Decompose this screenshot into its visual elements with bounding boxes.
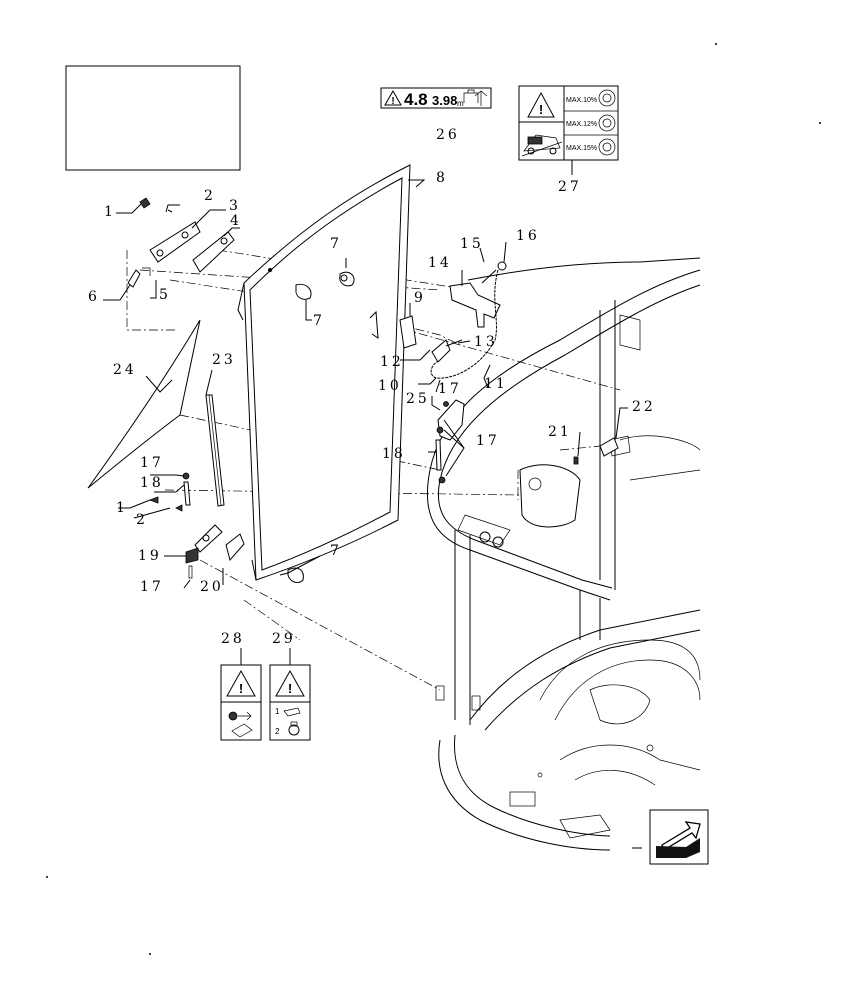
callout-4: 4 [230, 213, 242, 229]
callout-10: 10 [378, 378, 402, 394]
callout-27: 27 [558, 179, 582, 195]
warning-triangle-icon: ! [226, 669, 256, 697]
callout-16: 16 [516, 228, 540, 244]
callout-22: 22 [632, 399, 656, 415]
callout-28: 28 [221, 631, 245, 647]
callout-24: 24 [113, 362, 137, 378]
callout-2-upper: 2 [204, 188, 216, 204]
callout-12: 12 [380, 354, 404, 370]
decal-27-row3: MAX.15% [566, 145, 597, 152]
callout-15: 15 [460, 236, 484, 252]
callout-2-lower: 2 [136, 512, 148, 528]
callout-3: 3 [229, 198, 241, 214]
bracket-cable-assembly [430, 261, 507, 393]
decal-26-unit: m [457, 99, 464, 108]
callout-11: 11 [484, 376, 508, 392]
callout-17-left: 17 [140, 455, 164, 471]
callout-7-mid: 7 [313, 313, 325, 329]
decal-29-num2: 2 [275, 727, 280, 736]
decal-29-num1: 1 [275, 707, 280, 716]
callout-5: 5 [159, 287, 171, 303]
callout-17-bottom: 17 [140, 579, 164, 595]
upper-hinge [127, 197, 235, 288]
callout-19: 19 [138, 548, 162, 564]
decal-29: ! 1 2 [269, 664, 311, 741]
callout-18-left: 18 [140, 475, 164, 491]
callout-23: 23 [212, 352, 236, 368]
callout-25: 25 [406, 391, 430, 407]
callout-18-right: 18 [382, 446, 406, 462]
callout-26: 26 [436, 127, 460, 143]
decal-26-value-b: 3.98 [432, 93, 457, 108]
callout-14: 14 [428, 255, 452, 271]
decal-27-row1: MAX.10% [566, 97, 597, 104]
svg-text:!: ! [288, 681, 292, 696]
seal-strip [87, 319, 201, 489]
warning-triangle-icon: ! [384, 89, 402, 107]
callout-17-top: 17 [438, 381, 462, 397]
callout-13: 13 [474, 334, 498, 350]
callout-1-lower: 1 [116, 500, 128, 516]
warning-triangle-icon: ! [275, 669, 305, 697]
callout-6: 6 [88, 289, 100, 305]
svg-text:!: ! [539, 102, 543, 117]
callout-8: 8 [436, 170, 448, 186]
callout-7-bottom: 7 [330, 543, 342, 559]
glass-door-panel [237, 164, 411, 581]
decal-26-value-a: 4.8 [404, 90, 428, 109]
callout-20: 20 [200, 579, 224, 595]
svg-text:!: ! [239, 681, 243, 696]
callout-1-upper: 1 [104, 204, 116, 220]
cab-frame [426, 257, 701, 851]
callout-17-right: 17 [476, 433, 500, 449]
blank-title-box [65, 65, 241, 171]
decal-26: ! 4.8 3.98 m [380, 87, 492, 109]
callout-21: 21 [548, 424, 572, 440]
callout-7-top: 7 [330, 236, 342, 252]
callout-9: 9 [414, 290, 426, 306]
lower-hinge [148, 472, 304, 583]
warning-triangle-icon: ! [527, 91, 555, 118]
decal-27: ! MAX.10% MAX.12% MAX.15% [518, 85, 619, 161]
callout-29: 29 [272, 631, 296, 647]
decal-27-row2: MAX.12% [566, 121, 597, 128]
decal-28: ! [220, 664, 262, 741]
svg-text:!: ! [391, 96, 394, 107]
leader-lines [103, 179, 642, 849]
direction-arrow-icon [649, 809, 709, 865]
